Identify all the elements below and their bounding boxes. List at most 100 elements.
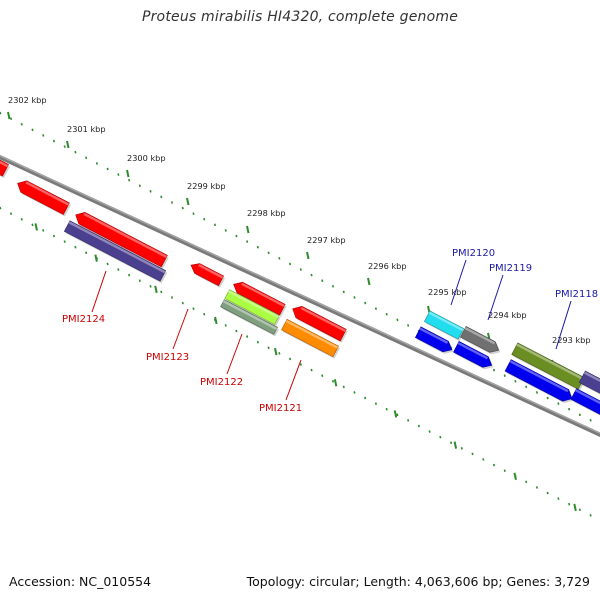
minor-tick <box>364 301 367 305</box>
gene-label[interactable]: PMI2121 <box>259 403 302 414</box>
minor-tick <box>203 217 206 221</box>
minor-tick <box>342 385 345 389</box>
label-leader-line <box>226 333 243 375</box>
minor-tick <box>525 480 528 484</box>
tick-label: 2302 kbp <box>8 95 47 105</box>
minor-tick <box>331 284 335 288</box>
minor-tick <box>63 145 66 148</box>
minor-tick <box>374 307 378 310</box>
major-tick <box>513 472 517 480</box>
minor-tick <box>546 396 549 400</box>
gene-label[interactable]: PMI2123 <box>146 352 189 363</box>
gene-feature[interactable] <box>220 299 279 337</box>
gene-label[interactable]: PMI2119 <box>489 263 532 274</box>
minor-tick <box>203 312 206 316</box>
gene-feature[interactable] <box>63 220 168 284</box>
minor-tick <box>503 469 506 472</box>
label-leader-line <box>450 259 467 306</box>
gene-feature[interactable] <box>224 289 281 327</box>
minor-tick <box>450 441 453 445</box>
minor-tick <box>342 290 345 294</box>
minor-tick <box>557 402 560 405</box>
major-tick <box>214 316 218 325</box>
gene-feature[interactable] <box>460 326 501 355</box>
gene-label[interactable]: PMI2120 <box>452 248 495 259</box>
minor-tick <box>181 206 184 210</box>
minor-tick <box>417 424 420 428</box>
minor-tick <box>117 268 120 271</box>
minor-tick <box>396 413 399 417</box>
minor-tick <box>149 285 152 288</box>
gene-feature[interactable] <box>570 388 600 421</box>
gene-feature[interactable] <box>453 341 494 370</box>
minor-tick <box>74 150 77 154</box>
minor-tick <box>31 128 34 132</box>
major-tick <box>393 410 398 418</box>
gene-feature[interactable] <box>578 370 600 403</box>
minor-tick <box>578 508 581 512</box>
major-tick <box>94 254 98 262</box>
minor-tick <box>256 245 259 249</box>
minor-tick <box>95 162 98 165</box>
gene-feature[interactable] <box>0 139 10 179</box>
minor-tick <box>289 357 292 361</box>
gene-label[interactable]: PMI2122 <box>200 377 243 388</box>
minor-tick <box>460 447 463 450</box>
minor-tick <box>267 346 270 350</box>
gene-feature[interactable] <box>511 342 586 392</box>
map-title: Proteus mirabilis HI4320, complete genom… <box>141 9 459 25</box>
minor-tick <box>568 502 571 506</box>
minor-tick <box>321 374 324 378</box>
minor-tick <box>471 452 474 456</box>
major-tick <box>66 140 70 149</box>
minor-tick <box>353 391 356 394</box>
minor-tick <box>492 368 496 372</box>
minor-tick <box>138 279 141 283</box>
major-tick <box>246 225 250 234</box>
label-leader-line <box>555 300 572 350</box>
minor-tick <box>321 279 324 283</box>
major-tick <box>453 441 458 449</box>
minor-tick <box>546 491 549 495</box>
gene-feature[interactable] <box>75 212 169 269</box>
gene-feature[interactable] <box>414 326 454 354</box>
minor-tick <box>85 156 88 160</box>
major-tick <box>573 503 577 512</box>
minor-tick <box>0 111 2 115</box>
tick-label: 2297 kbp <box>307 235 346 245</box>
minor-tick <box>20 217 23 221</box>
minor-tick <box>289 262 292 266</box>
gene-feature[interactable] <box>233 281 287 318</box>
minor-tick <box>310 273 313 277</box>
gene-feature[interactable] <box>17 180 71 217</box>
gene-label[interactable]: PMI2118 <box>555 289 598 300</box>
gene-feature[interactable] <box>504 359 574 404</box>
minor-tick <box>535 391 539 394</box>
gene-feature[interactable] <box>423 310 466 342</box>
minor-tick <box>170 296 174 299</box>
label-leader-line <box>172 308 189 350</box>
gene-feature[interactable] <box>190 263 226 288</box>
minor-tick <box>224 229 227 232</box>
minor-tick <box>52 139 56 143</box>
minor-tick <box>256 340 259 344</box>
gene-label[interactable]: PMI2124 <box>62 314 105 325</box>
genome-backbone <box>0 154 600 437</box>
minor-tick <box>514 379 517 383</box>
gene-feature[interactable] <box>281 318 340 359</box>
major-tick <box>154 285 158 294</box>
tick-label: 2301 kbp <box>67 124 106 134</box>
gene-feature[interactable] <box>292 305 348 343</box>
minor-tick <box>106 167 109 171</box>
tick-label: 2293 kbp <box>552 335 591 345</box>
major-tick <box>333 379 338 387</box>
label-leader-line <box>91 270 107 313</box>
minor-tick <box>160 290 163 294</box>
minor-tick <box>482 458 485 461</box>
tick-label: 2296 kbp <box>368 261 407 271</box>
minor-tick <box>589 419 592 422</box>
minor-tick <box>192 212 195 215</box>
minor-tick <box>149 190 152 193</box>
minor-tick <box>52 234 56 238</box>
label-leader-line <box>285 359 302 401</box>
